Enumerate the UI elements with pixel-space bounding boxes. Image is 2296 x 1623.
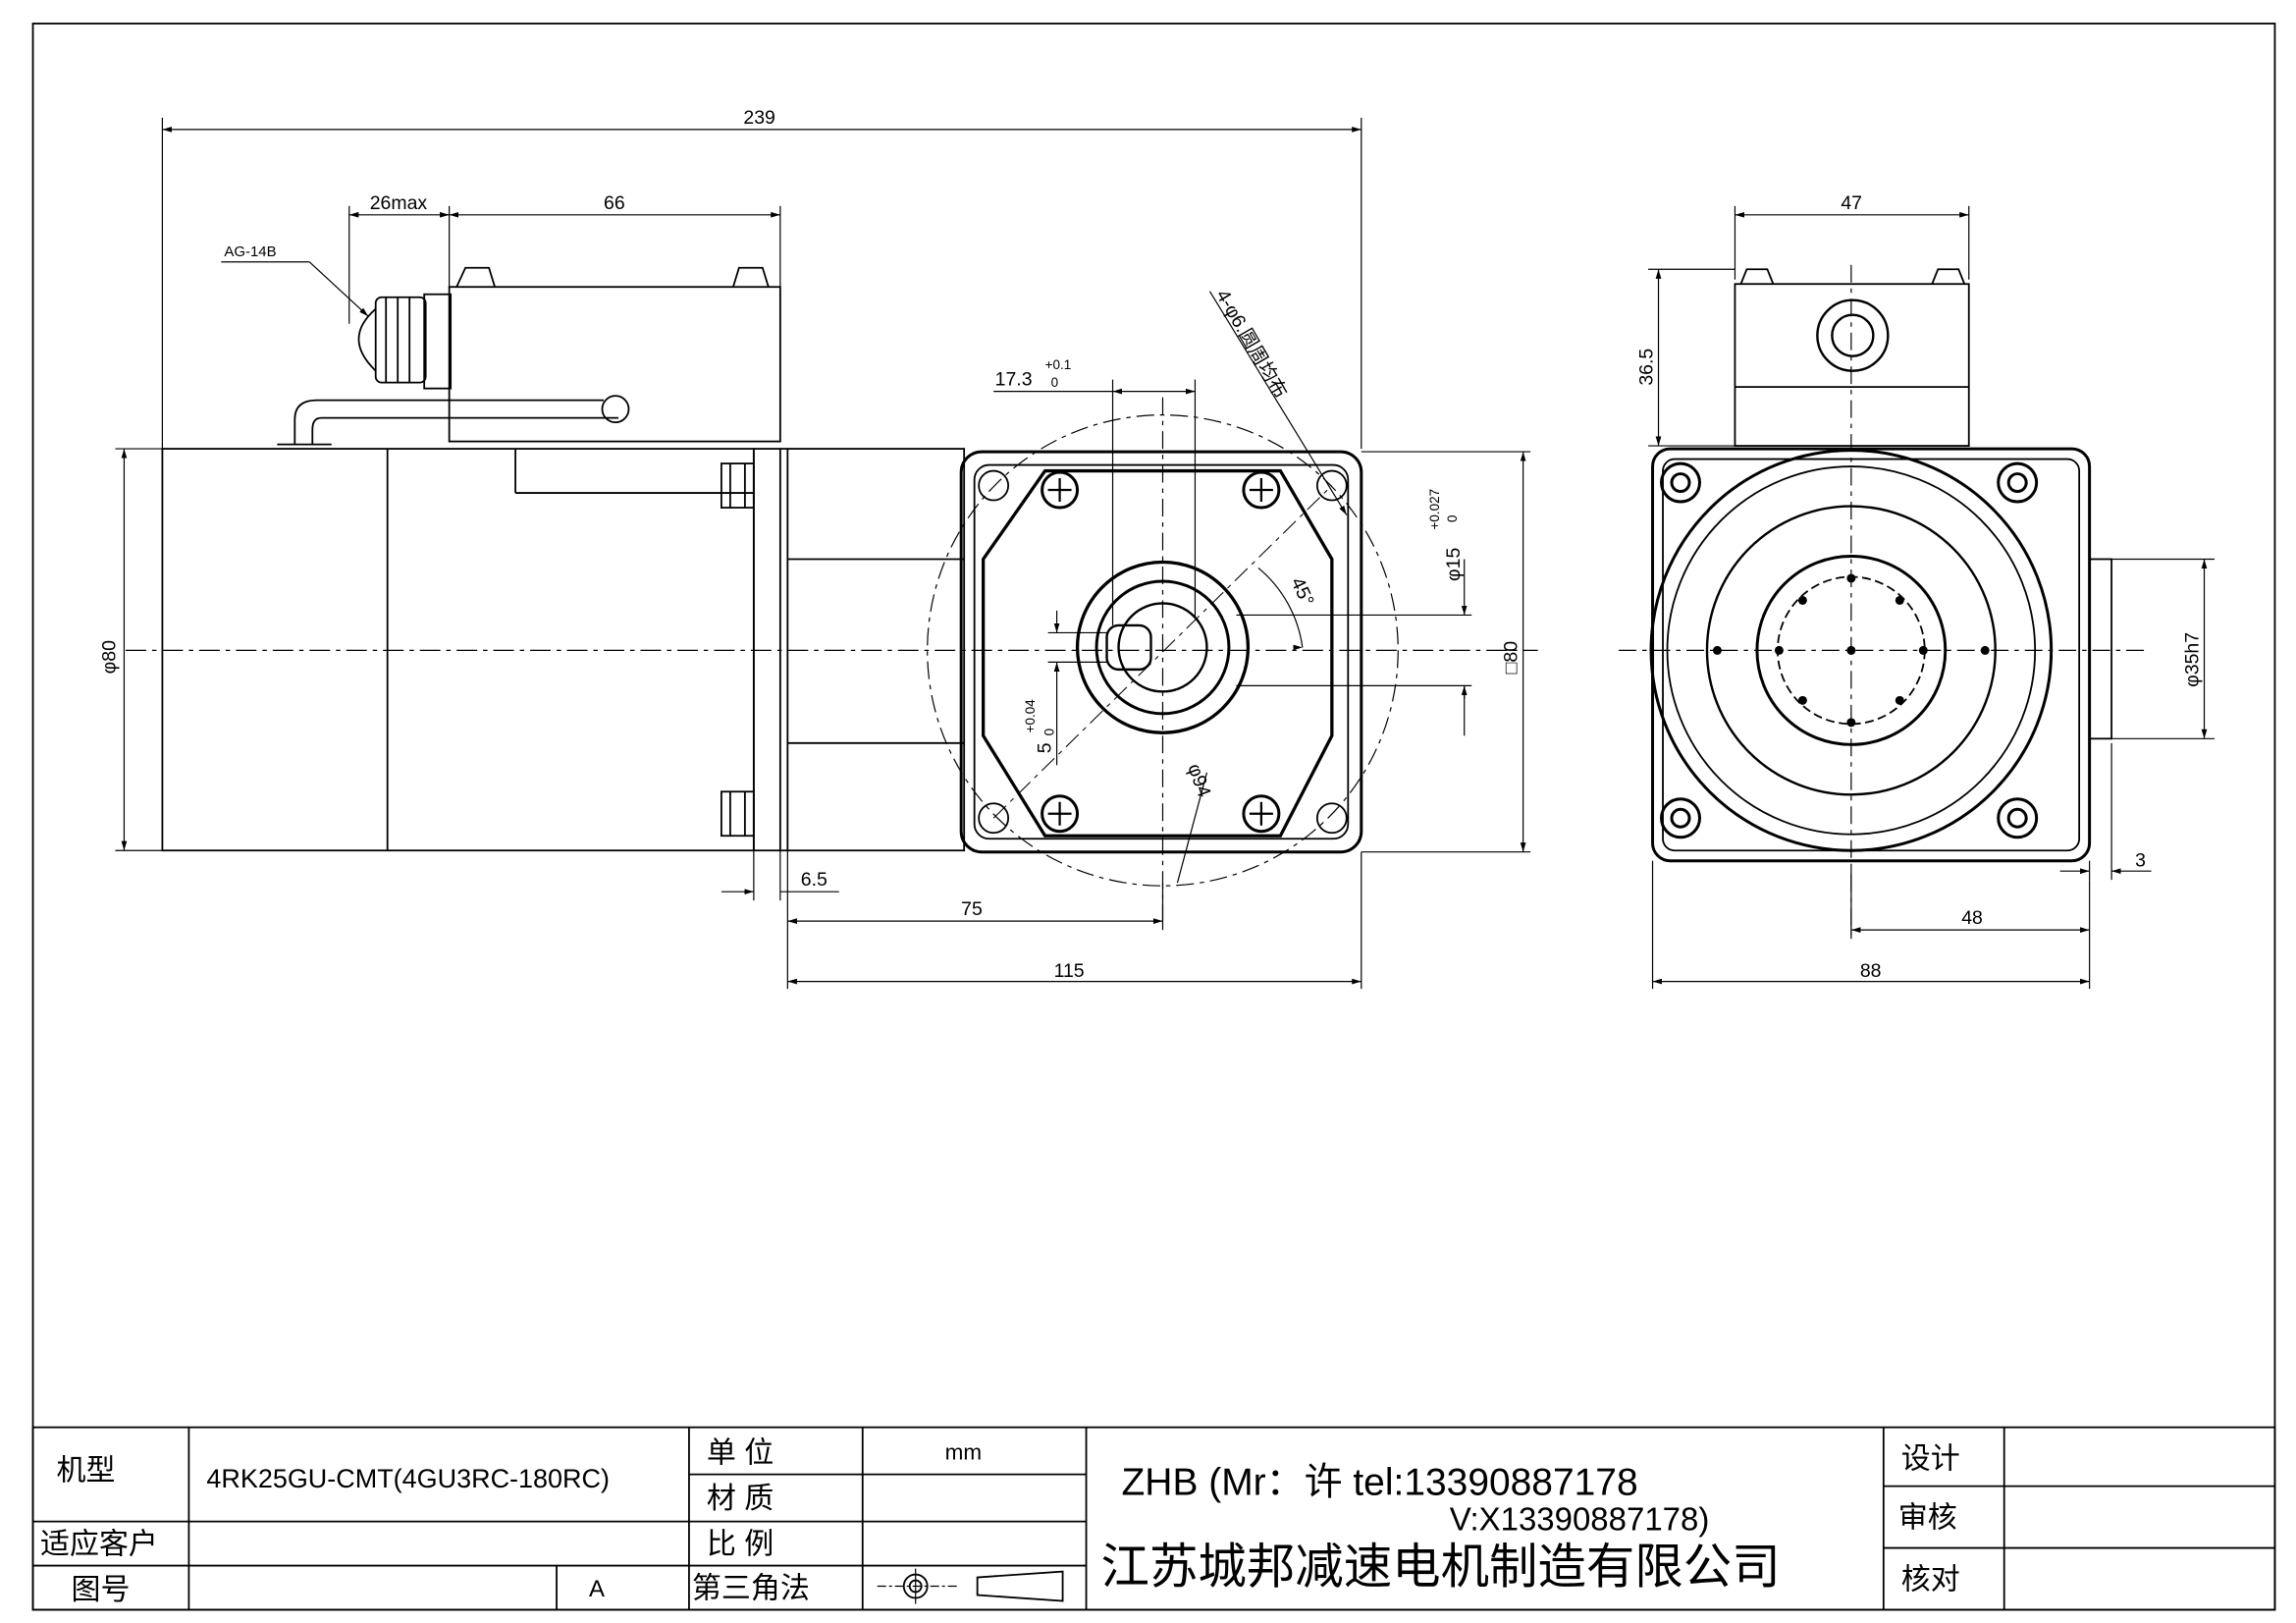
dim-keyway: 17.3 <box>995 369 1033 391</box>
dim-angle: 45° <box>1286 574 1317 610</box>
dim-box-height: 36.5 <box>1636 349 1658 386</box>
dim-box-width-end: 47 <box>1841 192 1862 214</box>
dim-motor-dia: φ80 <box>98 640 120 674</box>
dim-spigot-length: 3 <box>2135 850 2146 872</box>
label-cable-gland: AG-14B <box>224 243 276 260</box>
label-scale: 比 例 <box>707 1529 774 1561</box>
dim-gearhead-length: 115 <box>1054 960 1085 982</box>
model-value: 4RK25GU-CMT(4GU3RC-180RC) <box>206 1464 610 1493</box>
dim-key-tol-upper: +0.04 <box>1023 699 1038 733</box>
label-drawing-no: 图号 <box>71 1574 130 1606</box>
brand-line: ZHB (Mr：许 tel:13390887178 <box>1122 1462 1638 1504</box>
sheet-border <box>31 23 2276 1611</box>
terminal-box <box>448 286 781 443</box>
dim-key-tol-lower: 0 <box>1042 729 1057 736</box>
dim-gearhead-width: 88 <box>1860 960 1882 982</box>
dim-key-width: 5 <box>1035 742 1056 753</box>
label-design: 设计 <box>1901 1443 1960 1476</box>
dim-gland-length: 26max <box>370 192 428 214</box>
title-block-text: 机型 4RK25GU-CMT(4GU3RC-180RC) 适应客户 图号 A 单… <box>40 1437 1960 1606</box>
dim-center-offset: 48 <box>1961 907 1983 929</box>
cable-gland <box>374 296 427 384</box>
front-view <box>927 397 1399 920</box>
label-model: 机型 <box>57 1455 116 1488</box>
label-customer: 适应客户 <box>40 1529 158 1561</box>
label-review: 审核 <box>1898 1502 1957 1535</box>
dim-flange-square: □80 <box>1501 641 1522 675</box>
dim-shaft-tol-upper: +0.027 <box>1427 489 1442 530</box>
gearhead-side <box>786 448 966 852</box>
label-check: 核对 <box>1901 1564 1960 1596</box>
title-block <box>31 1426 2276 1611</box>
dim-overall-length: 239 <box>743 107 774 129</box>
flange-plate <box>752 448 781 852</box>
side-view <box>125 266 1538 852</box>
dim-keyway-tol-upper: +0.1 <box>1045 357 1072 372</box>
dim-flange-thickness: 6.5 <box>801 869 828 891</box>
end-view <box>1619 264 2149 935</box>
dimension-lines <box>115 117 2216 990</box>
dim-shaft-dia: φ15 <box>1443 548 1465 581</box>
motor-body <box>161 448 755 852</box>
dim-shaft-offset: 75 <box>961 898 983 920</box>
label-unit: 单 位 <box>707 1437 774 1470</box>
label-material: 材 质 <box>707 1483 774 1515</box>
dim-keyway-tol-lower: 0 <box>1051 375 1059 390</box>
revision: A <box>589 1576 605 1602</box>
label-mount-holes: 4-φ6.圆周均布 <box>1211 286 1291 402</box>
wechat-line: V:X13390887178) <box>1450 1501 1710 1538</box>
dim-pcd: φ94 <box>1183 761 1214 800</box>
dim-terminal-box-width: 66 <box>604 192 625 214</box>
label-projection: 第三角法 <box>692 1573 810 1605</box>
gearhead-face <box>959 450 1363 854</box>
company-name: 江苏城邦减速电机制造有限公司 <box>1101 1541 1781 1595</box>
dim-spigot-dia: φ35h7 <box>2182 632 2204 687</box>
unit-value: mm <box>945 1440 982 1465</box>
dim-shaft-tol-lower: 0 <box>1445 515 1460 523</box>
